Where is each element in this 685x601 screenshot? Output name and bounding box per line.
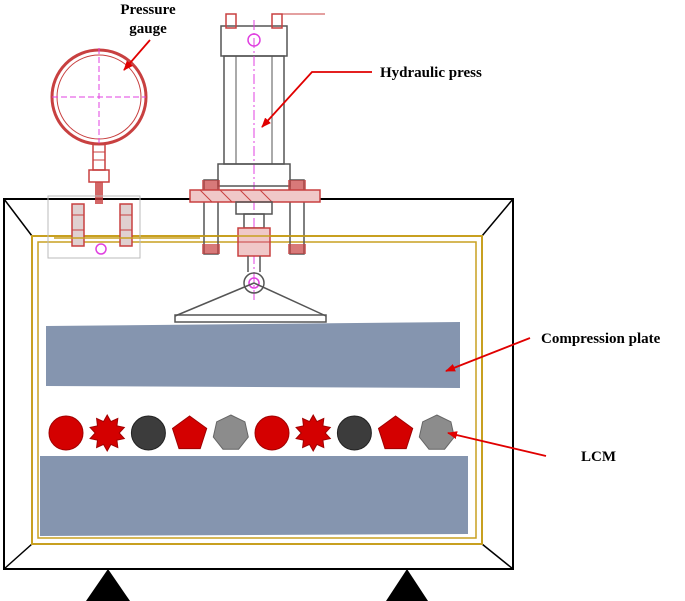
pressure-gauge-arrow [123, 39, 151, 71]
compression-plate-top [46, 322, 460, 388]
lcm-particle-circle-red [48, 415, 84, 451]
hydraulic-press-arrow [261, 71, 372, 128]
support-feet [86, 569, 428, 601]
hydraulic-press [174, 13, 327, 323]
lcm-particles [48, 413, 455, 453]
lcm-particle-heptagon-gray [418, 414, 455, 450]
lcm-particle-pentagon-red [377, 415, 414, 450]
pressure-gauge-label-line2: gauge [129, 21, 167, 37]
pressure-gauge [47, 48, 200, 259]
compression-plate-label: Compression plate [541, 331, 661, 347]
lcm-particle-star-red [295, 413, 332, 453]
lcm-particle-heptagon-gray [212, 414, 249, 450]
lcm-particle-circle-dark [336, 415, 372, 451]
annotation-arrows [123, 39, 547, 457]
lcm-particle-pentagon-red [171, 415, 208, 450]
lcm-arrow [447, 431, 547, 457]
compression-plate-arrow [445, 337, 531, 372]
lcm-label: LCM [581, 449, 616, 465]
lcm-particle-circle-red [254, 415, 290, 451]
lcm-particle-star-red [89, 413, 126, 453]
hydraulic-press-label: Hydraulic press [380, 65, 482, 81]
pressure-gauge-label-line1: Pressure [120, 2, 176, 18]
compression-plate-bottom [40, 456, 468, 536]
lcm-particle-circle-dark [130, 415, 166, 451]
